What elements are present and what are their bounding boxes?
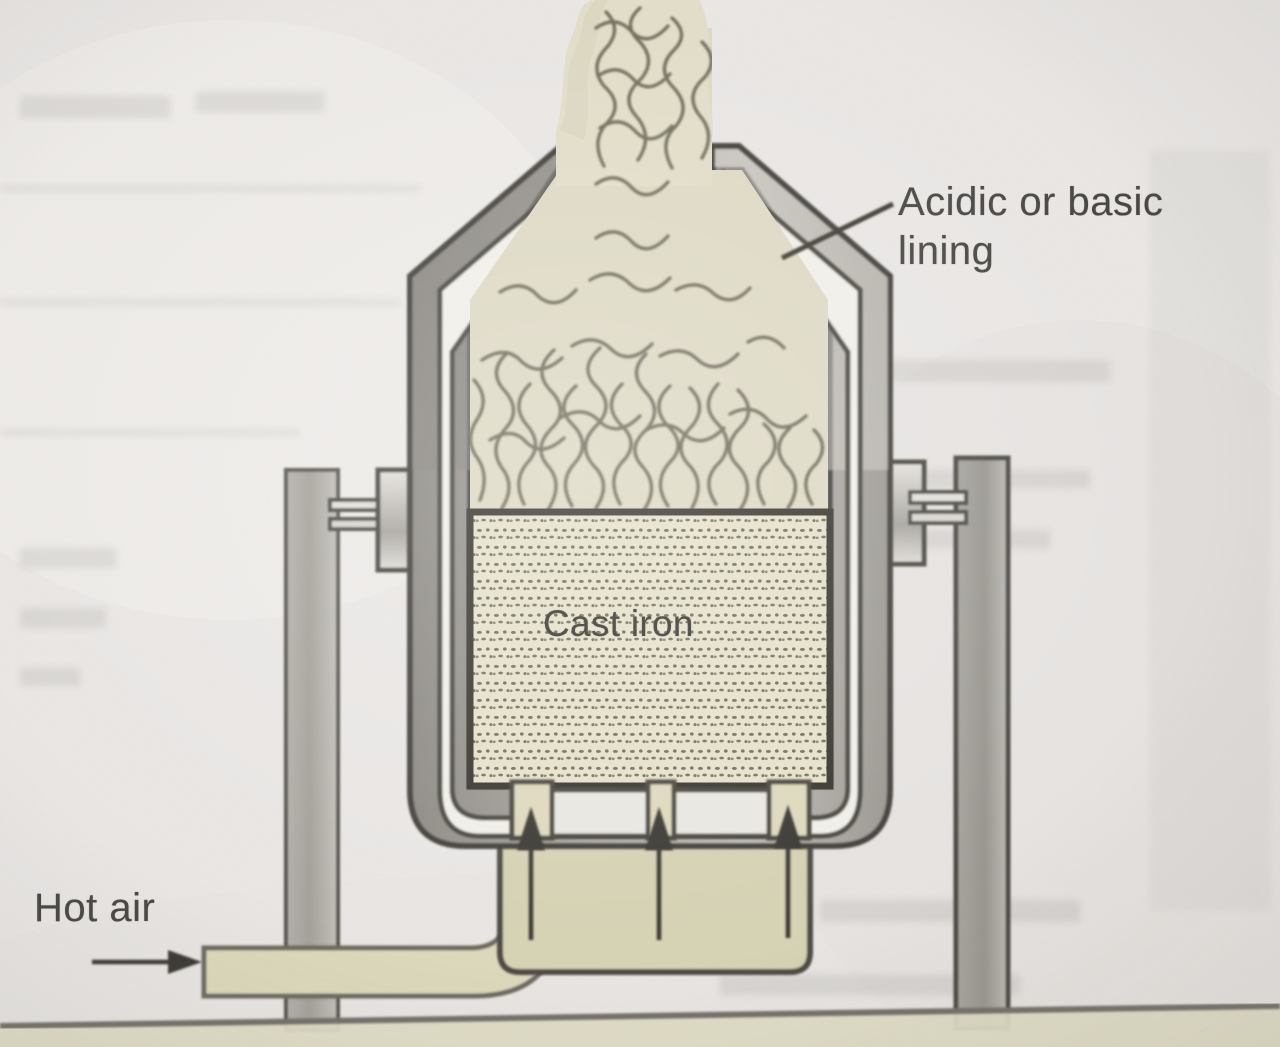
hot-air-arrow — [92, 950, 202, 974]
tuyere-flow-arrows — [516, 804, 803, 940]
tuyere-arrow-left — [516, 806, 546, 940]
tuyere-arrow-right — [773, 804, 803, 938]
tuyere-arrow-middle — [644, 806, 674, 940]
lining-leader-line — [780, 201, 895, 261]
right-support-column — [953, 455, 1011, 1031]
charge-zone — [470, 0, 828, 512]
tuyere-openings — [509, 779, 812, 841]
cast-iron-zone — [466, 508, 834, 790]
ground-line — [0, 1003, 1280, 1047]
left-support-column — [284, 468, 340, 1032]
